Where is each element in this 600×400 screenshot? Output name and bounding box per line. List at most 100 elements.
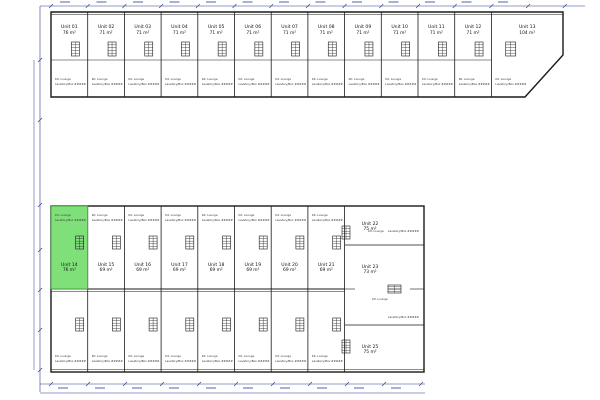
room-note: Kit. Lounge bbox=[165, 354, 181, 358]
dimension-tick bbox=[48, 381, 54, 387]
unit-area: 71 m² bbox=[467, 30, 480, 36]
unit-name: Unit 04 bbox=[171, 24, 188, 30]
dimension-tick bbox=[37, 247, 43, 253]
room-note: Kit. Lounge bbox=[92, 354, 108, 358]
unit-area: 73 m² bbox=[363, 269, 376, 275]
dimension-tick bbox=[122, 381, 128, 387]
unit-highlight bbox=[50, 205, 89, 290]
room-note: Kit. Lounge bbox=[459, 77, 475, 81]
unit-area: 69 m² bbox=[210, 267, 223, 273]
unit-name: Unit 14 bbox=[61, 262, 78, 268]
dimension-tick bbox=[37, 57, 43, 63]
stair-symbol bbox=[341, 225, 351, 240]
unit-area: 69 m² bbox=[173, 267, 186, 273]
unit-name: Unit 19 bbox=[245, 262, 262, 268]
dimension-tick bbox=[122, 3, 127, 9]
dimension-tick bbox=[37, 367, 43, 373]
room-note: Lavatory/Box ##### bbox=[55, 359, 87, 363]
room-note: Kit. Lounge bbox=[275, 354, 291, 358]
stair-symbol bbox=[295, 235, 305, 250]
room-note: Lavatory/Box ##### bbox=[128, 359, 160, 363]
room-note: Kit. Lounge bbox=[372, 297, 388, 301]
dimension-tick bbox=[158, 3, 164, 9]
room-note: Lavatory/Box ##### bbox=[165, 218, 197, 222]
room-note: Lavatory/Box ##### bbox=[128, 82, 160, 86]
unit-name: Unit 07 bbox=[281, 24, 298, 30]
dimension-tick bbox=[307, 381, 313, 387]
room-note: Lavatory/Box ##### bbox=[312, 218, 344, 222]
unit-area: 104 m² bbox=[519, 30, 535, 36]
unit-name: Unit 09 bbox=[355, 24, 372, 30]
unit-area: 69 m² bbox=[283, 267, 296, 273]
room-note: Kit. Lounge bbox=[165, 77, 181, 81]
room-note: Kit. Lounge bbox=[202, 213, 218, 217]
stair-symbol bbox=[291, 41, 300, 57]
unit-name: Unit 12 bbox=[465, 24, 482, 30]
dimension-tick bbox=[270, 381, 276, 387]
room-note: Kit. Lounge bbox=[312, 354, 328, 358]
room-note: Kit. Lounge bbox=[128, 77, 144, 81]
stair-symbol bbox=[185, 317, 195, 332]
dimension-tick bbox=[37, 202, 43, 208]
room-note: Lavatory/Box ##### bbox=[92, 359, 124, 363]
dimension-tick bbox=[85, 381, 91, 387]
unit-area: 71 m² bbox=[100, 30, 113, 36]
unit-area: 71 m² bbox=[210, 30, 223, 36]
unit-area: 71 m² bbox=[173, 30, 186, 36]
room-note: Lavatory/Box ##### bbox=[165, 359, 197, 363]
room-note: Kit. Lounge bbox=[92, 77, 108, 81]
unit-area: 69 m² bbox=[136, 267, 149, 273]
room-note: Lavatory/Box ##### bbox=[92, 218, 124, 222]
room-note: Lavatory/Box ##### bbox=[55, 218, 87, 222]
unit-area: 71 m² bbox=[283, 30, 296, 36]
room-note: Kit. Lounge bbox=[165, 213, 181, 217]
unit-name: Unit 03 bbox=[134, 24, 151, 30]
building-outline bbox=[50, 11, 564, 373]
dimension-tick bbox=[233, 381, 239, 387]
stair-symbol bbox=[144, 41, 154, 57]
stair-symbol bbox=[332, 235, 341, 250]
stair-symbol bbox=[148, 235, 158, 250]
dimension-lines bbox=[33, 1, 585, 394]
dimension-tick bbox=[196, 381, 202, 387]
room-note: Kit. Lounge bbox=[202, 354, 218, 358]
room-note: Lavatory/Box ##### bbox=[388, 229, 420, 233]
room-note: Kit. Lounge bbox=[495, 77, 511, 81]
room-note: Lavatory/Box ##### bbox=[312, 82, 344, 86]
unit-area: 69 m² bbox=[320, 267, 333, 273]
unit-name: Unit 10 bbox=[391, 24, 408, 30]
stair-symbol bbox=[327, 41, 337, 57]
room-note: Kit. Lounge bbox=[55, 354, 71, 358]
dimension-tick bbox=[379, 3, 384, 9]
room-note: Lavatory/Box ##### bbox=[459, 82, 491, 86]
unit-name: Unit 11 bbox=[428, 24, 445, 30]
stair-symbol bbox=[258, 317, 268, 332]
unit-area: 76 m² bbox=[63, 267, 76, 273]
dimension-tick bbox=[452, 3, 457, 9]
unit-area: 71 m² bbox=[320, 30, 333, 36]
room-note: Kit. Lounge bbox=[239, 77, 255, 81]
stair-symbol bbox=[112, 235, 121, 250]
unit-area: 76 m² bbox=[63, 30, 76, 36]
unit-name: Unit 02 bbox=[98, 24, 115, 30]
stair-symbol bbox=[217, 41, 227, 57]
room-note: Kit. Lounge bbox=[92, 213, 108, 217]
stair-symbol bbox=[181, 41, 190, 57]
room-note: Lavatory/Box ##### bbox=[92, 82, 124, 86]
stair-symbol bbox=[254, 41, 264, 57]
dimension-tick bbox=[381, 381, 387, 387]
dimension-tick bbox=[48, 3, 54, 9]
